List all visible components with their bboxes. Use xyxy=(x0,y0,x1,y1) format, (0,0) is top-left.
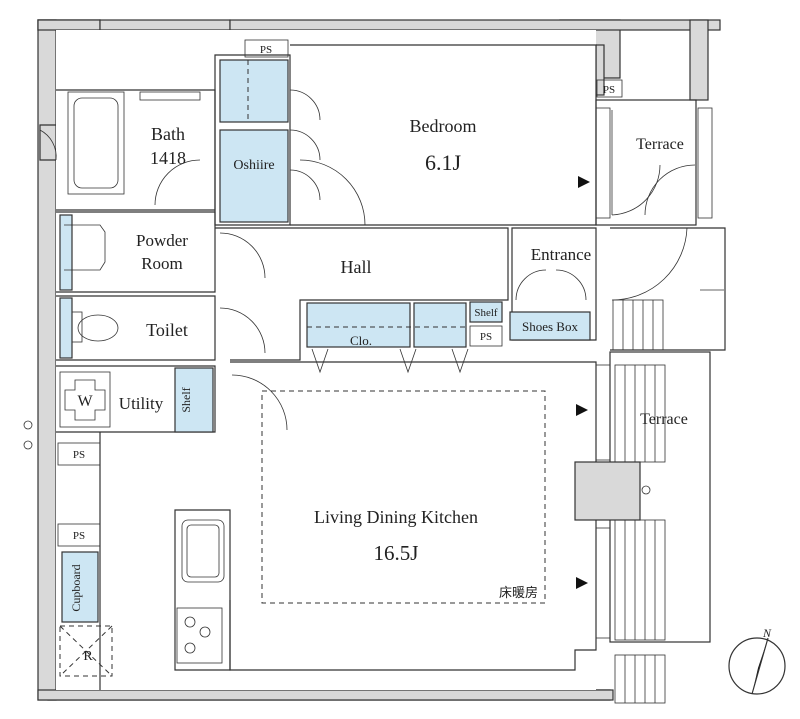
utility-room: W Utility Shelf xyxy=(23,367,288,450)
ps-label-hall: PS xyxy=(480,331,492,343)
entrance-label: Entrance xyxy=(531,245,591,264)
terrace-top: Terrace xyxy=(595,99,713,226)
bedroom-window-arrow-icon xyxy=(578,176,590,188)
terrace-right: Terrace xyxy=(574,299,711,704)
compass: N xyxy=(728,626,786,695)
cupboard: Cupboard xyxy=(61,551,99,623)
bath-label: Bath xyxy=(151,124,185,144)
louver-upper xyxy=(612,299,664,351)
entrance: Entrance Shoes Box xyxy=(509,227,726,351)
ps-boxes: PS PS PS PS PS xyxy=(57,39,623,547)
cupboard-label: Cupboard xyxy=(69,564,83,611)
compass-north-label: N xyxy=(762,626,772,640)
bath-room: Bath 1418 xyxy=(39,91,201,206)
powder-room: Powder Room xyxy=(59,214,266,291)
closet-label: Clo. xyxy=(350,333,372,348)
hall-shelf-label: Shelf xyxy=(474,307,498,319)
hall-label: Hall xyxy=(341,257,372,277)
shoes-box-label: Shoes Box xyxy=(522,319,578,334)
bath-size: 1418 xyxy=(150,148,186,168)
bedroom: Bedroom 6.1J xyxy=(299,116,590,226)
louver-bottom xyxy=(614,654,666,704)
refrigerator: R xyxy=(59,625,113,677)
kitchen-counter xyxy=(176,519,225,664)
ldk-label: Living Dining Kitchen xyxy=(314,507,478,527)
utility-label: Utility xyxy=(119,394,164,413)
oshiire-label: Oshiire xyxy=(233,158,274,173)
ps-label-left-2: PS xyxy=(73,530,85,542)
oshiire: Oshiire xyxy=(219,59,321,223)
ps-label-left-1: PS xyxy=(73,449,85,461)
washer-label: W xyxy=(77,393,93,410)
terrace-right-label: Terrace xyxy=(640,411,688,428)
louver-lower xyxy=(614,519,666,641)
utility-shelf-label: Shelf xyxy=(179,387,193,412)
ldk-size: 16.5J xyxy=(374,541,419,565)
terrace-top-label: Terrace xyxy=(636,136,684,153)
toilet-room: Toilet xyxy=(59,297,266,359)
interior-walls xyxy=(56,30,597,690)
living-dining-kitchen: Living Dining Kitchen 16.5J 床暖房 xyxy=(261,390,546,604)
terrace-arrow-1-icon xyxy=(576,404,588,416)
ps-label-terrace: PS xyxy=(603,84,615,96)
powder-room-label-2: Room xyxy=(141,254,183,273)
toilet-label: Toilet xyxy=(146,320,188,340)
floor-heating-label: 床暖房 xyxy=(499,585,538,600)
terrace-arrow-2-icon xyxy=(576,577,588,589)
powder-room-label-1: Powder xyxy=(136,231,188,250)
ps-label-top: PS xyxy=(260,44,272,56)
refrigerator-label: R xyxy=(83,649,93,664)
hall: Hall Clo. Shelf xyxy=(306,257,503,374)
bedroom-label: Bedroom xyxy=(410,116,477,136)
bedroom-size: 6.1J xyxy=(425,150,462,175)
